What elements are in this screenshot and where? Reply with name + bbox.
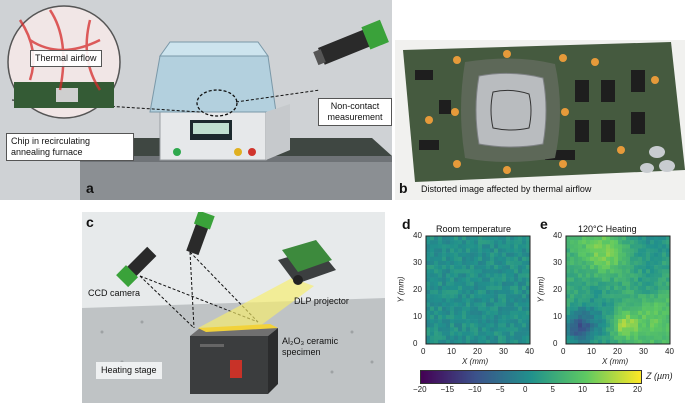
x-tick-e: 10: [587, 347, 596, 356]
x-tick-e: 30: [639, 347, 648, 356]
distorted-board-image: [395, 40, 685, 200]
x-tick-d: 30: [499, 347, 508, 356]
y-tick-e: 0: [553, 339, 558, 348]
map-e-heatmap: [565, 235, 671, 345]
x-tick-d: 0: [421, 347, 426, 356]
y-tick-e: 20: [553, 285, 562, 294]
x-axis-label-d: X (mm): [462, 357, 489, 366]
x-tick-e: 0: [561, 347, 566, 356]
ceramic-specimen-label: Al₂O₃ ceramic specimen: [282, 336, 339, 357]
colorbar-tick: 10: [578, 385, 587, 394]
x-tick-d: 10: [447, 347, 456, 356]
y-tick-d: 10: [413, 312, 422, 321]
colorbar-tick: 20: [633, 385, 642, 394]
colorbar-tick: −20: [413, 385, 427, 394]
panel-a-label: a: [86, 180, 94, 196]
colorbar-tick: −15: [440, 385, 455, 394]
colorbar-label: Z (µm): [646, 371, 673, 381]
non-contact-label: Non-contact measurement: [318, 98, 392, 126]
x-axis-label-e: X (mm): [602, 357, 629, 366]
x-tick-d: 20: [473, 347, 482, 356]
colorbar-tick: −5: [495, 385, 505, 394]
y-tick-d: 30: [413, 258, 422, 267]
colorbar-tick: 0: [523, 385, 528, 394]
panel-a: Thermal airflow Chip in recirculating an…: [0, 0, 392, 200]
ccd-camera-label: CCD camera: [88, 288, 141, 298]
map-d-title: Room temperature: [436, 224, 512, 234]
y-tick-e: 40: [553, 231, 562, 240]
colorbar: [420, 370, 642, 384]
dlp-projector-label: DLP projector: [294, 296, 349, 306]
colorbar-tick: 15: [605, 385, 615, 394]
y-tick-d: 20: [413, 285, 422, 294]
panel-b: b Distorted image affected by thermal ai…: [395, 40, 685, 200]
y-axis-label-e: Y (mm): [536, 276, 546, 303]
x-tick-e: 20: [613, 347, 622, 356]
map-e-title: 120°C Heating: [578, 224, 637, 234]
colorbar-tick: −10: [468, 385, 482, 394]
map-d-heatmap: [425, 235, 531, 345]
panel-c: c CCD camera DLP projector Al₂O₃ ceramic…: [82, 212, 385, 403]
heating-stage-label: Heating stage: [96, 362, 162, 379]
x-tick-e: 40: [665, 347, 674, 356]
y-tick-e: 30: [553, 258, 562, 267]
panel-e-label: e: [540, 216, 548, 232]
panel-b-label: b: [399, 180, 408, 196]
distorted-image-caption: Distorted image affected by thermal airf…: [421, 184, 592, 194]
chip-furnace-label: Chip in recirculating annealing furnace: [6, 133, 134, 161]
panel-c-label: c: [86, 214, 94, 230]
panel-d-label: d: [402, 216, 411, 232]
y-axis-label-d: Y (mm): [396, 276, 406, 303]
colorbar-tick: 5: [550, 385, 555, 394]
y-tick-e: 10: [553, 312, 562, 321]
x-tick-d: 40: [525, 347, 534, 356]
y-tick-d: 40: [413, 231, 422, 240]
y-tick-d: 0: [413, 339, 418, 348]
thermal-airflow-label: Thermal airflow: [30, 50, 102, 67]
